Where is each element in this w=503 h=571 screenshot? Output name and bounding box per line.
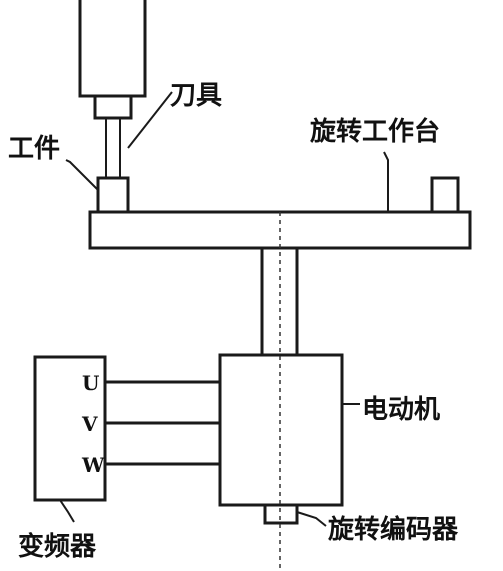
tool-bit	[105, 117, 121, 179]
workpiece-right	[430, 176, 460, 216]
spindle-chuck	[93, 94, 133, 120]
rotary-table-leader-line	[383, 151, 389, 212]
workpiece-leader-line	[65, 159, 99, 191]
tool-label: 刀具	[170, 81, 222, 111]
motor-label: 电动机	[362, 395, 440, 425]
encoder	[263, 503, 299, 525]
motor	[218, 353, 344, 507]
rotary-table-label: 旋转工作台	[310, 116, 440, 147]
tool-leader-line	[127, 91, 173, 149]
spindle	[78, 0, 147, 120]
phase-label-u: U	[82, 371, 99, 395]
workpiece-left	[96, 176, 130, 216]
inverter	[33, 355, 107, 502]
phase-label-w: W	[81, 453, 105, 477]
phase-label-v: V	[81, 412, 98, 436]
workpiece-label: 工件	[8, 134, 60, 164]
encoder-label: 旋转编码器	[328, 514, 459, 545]
shaft	[260, 248, 299, 355]
inverter-label: 变频器	[18, 531, 97, 562]
inverter-leader-line	[59, 499, 75, 523]
encoder-leader-line	[296, 511, 327, 527]
